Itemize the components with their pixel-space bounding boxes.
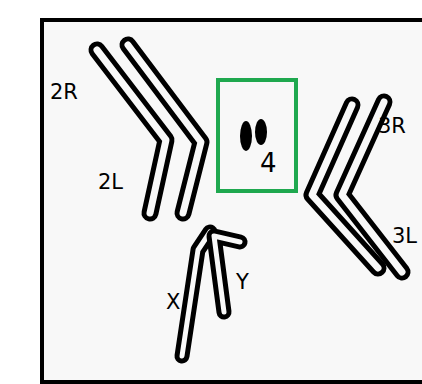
chromosome-2 [97, 45, 201, 213]
arm-label: 2R [50, 82, 78, 103]
arm-label: 3L [392, 226, 417, 247]
arm-label: X [166, 292, 180, 313]
arm-label: 3R [378, 116, 406, 137]
figure-frame [42, 20, 422, 382]
sex-chromosomes [182, 232, 240, 356]
chromosome-number: 4 [260, 150, 277, 176]
chromosome-4 [240, 119, 267, 151]
highlight-box: 4 [216, 78, 298, 193]
arm-label: Y [236, 272, 249, 293]
arm-label: 2L [98, 172, 123, 193]
